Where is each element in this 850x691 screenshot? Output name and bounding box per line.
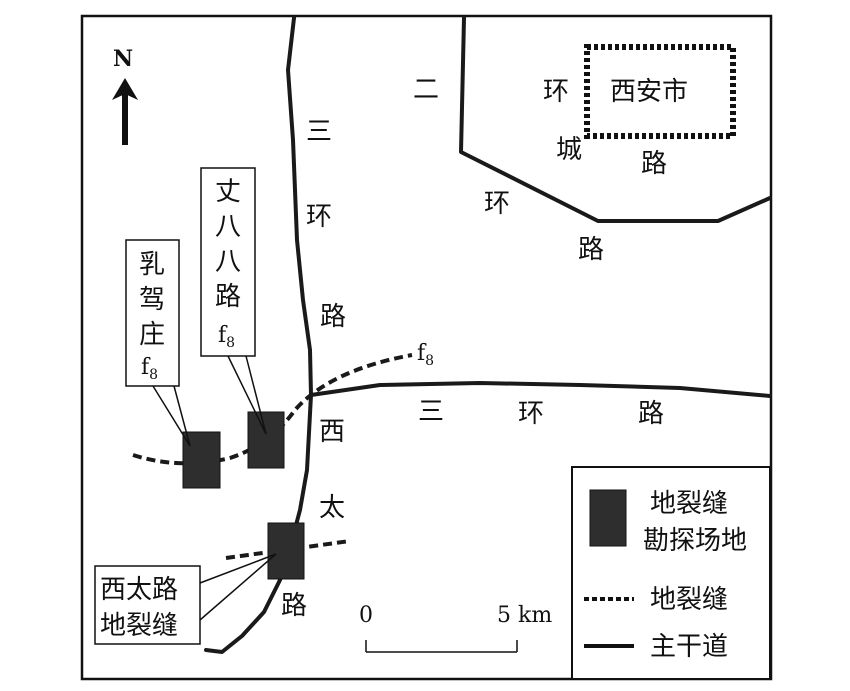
legend-road-label: 主干道 bbox=[650, 632, 728, 662]
zhangbabalu-char-1: 丈 bbox=[215, 177, 241, 207]
second-ring-char-3: 路 bbox=[578, 235, 604, 265]
second-ring-char-1: 二 bbox=[413, 75, 439, 105]
scale-bar bbox=[365, 640, 518, 653]
ruijiazhuang-fault: f8 bbox=[141, 355, 158, 383]
survey-site-ruijiazhuang bbox=[182, 431, 221, 489]
map-frame bbox=[80, 14, 773, 681]
legend-site-line2: 勘探场地 bbox=[643, 526, 747, 556]
wall-road-char-2: 城 bbox=[556, 135, 582, 165]
xitai-road-char-2: 太 bbox=[319, 493, 345, 523]
zhangbabalu-fault-sub: 8 bbox=[226, 335, 235, 351]
xitai-road-char-3: 路 bbox=[281, 591, 307, 621]
second-ring-road bbox=[459, 16, 772, 223]
survey-site-zhangbabalu bbox=[247, 411, 285, 469]
zhangbabalu-char-2: 八 bbox=[215, 212, 241, 242]
ruijiazhuang-char-2: 驾 bbox=[139, 285, 165, 315]
wall-road-char-3: 路 bbox=[641, 149, 667, 179]
callout-pointer-xitailu bbox=[199, 553, 277, 621]
ruijiazhuang-fault-name: f bbox=[141, 355, 151, 380]
zhangbabalu-fault-name: f bbox=[218, 323, 228, 348]
fissure-f8-label: f8 bbox=[417, 341, 434, 369]
zhangbabalu-fault: f8 bbox=[218, 323, 235, 351]
ruijiazhuang-char-3: 庄 bbox=[139, 320, 165, 350]
legend-site-swatch bbox=[589, 489, 627, 547]
legend-crack-label: 地裂缝 bbox=[650, 585, 728, 615]
survey-site-xitailu bbox=[267, 522, 305, 580]
second-ring-char-2: 环 bbox=[484, 189, 510, 219]
xitai-road-char-1: 西 bbox=[319, 417, 345, 447]
third-ring-west-char-2: 环 bbox=[306, 202, 332, 232]
third-ring-road-west bbox=[286, 16, 313, 397]
north-label: N bbox=[113, 46, 133, 72]
wall-road-char-1: 环 bbox=[543, 77, 569, 107]
callout-box-xitailu bbox=[94, 565, 201, 645]
zhangbabalu-char-3: 八 bbox=[215, 247, 241, 277]
third-ring-west-char-3: 路 bbox=[320, 302, 346, 332]
ruijiazhuang-fault-sub: 8 bbox=[149, 367, 158, 383]
xitai-road bbox=[204, 393, 313, 654]
callout-pointer-zhangbabalu bbox=[227, 355, 267, 435]
fissure-f8-name: f bbox=[417, 341, 427, 366]
xitailu-line1: 西太路 bbox=[100, 575, 178, 605]
third-ring-south-char-3: 路 bbox=[638, 399, 664, 429]
third-ring-south-char-2: 环 bbox=[518, 399, 544, 429]
city-wall bbox=[584, 44, 736, 139]
callout-pointer-ruijiazhuang bbox=[152, 385, 191, 447]
zhangbabalu-char-4: 路 bbox=[215, 282, 241, 312]
third-ring-road-south bbox=[309, 381, 772, 398]
scale-start: 0 bbox=[359, 603, 373, 628]
north-arrow-icon bbox=[112, 78, 138, 145]
third-ring-south-char-1: 三 bbox=[418, 397, 444, 427]
scale-end: 5 km bbox=[497, 603, 552, 628]
callout-box-zhangbabalu bbox=[200, 167, 256, 357]
legend-site-line1: 地裂缝 bbox=[650, 489, 728, 519]
callout-box-ruijiazhuang bbox=[125, 239, 180, 387]
city-label: 西安市 bbox=[610, 77, 688, 107]
fissure-f8-subscript: 8 bbox=[425, 353, 434, 369]
ruijiazhuang-char-1: 乳 bbox=[139, 250, 165, 280]
third-ring-west-char-1: 三 bbox=[306, 117, 332, 147]
xitailu-line2: 地裂缝 bbox=[100, 611, 178, 641]
